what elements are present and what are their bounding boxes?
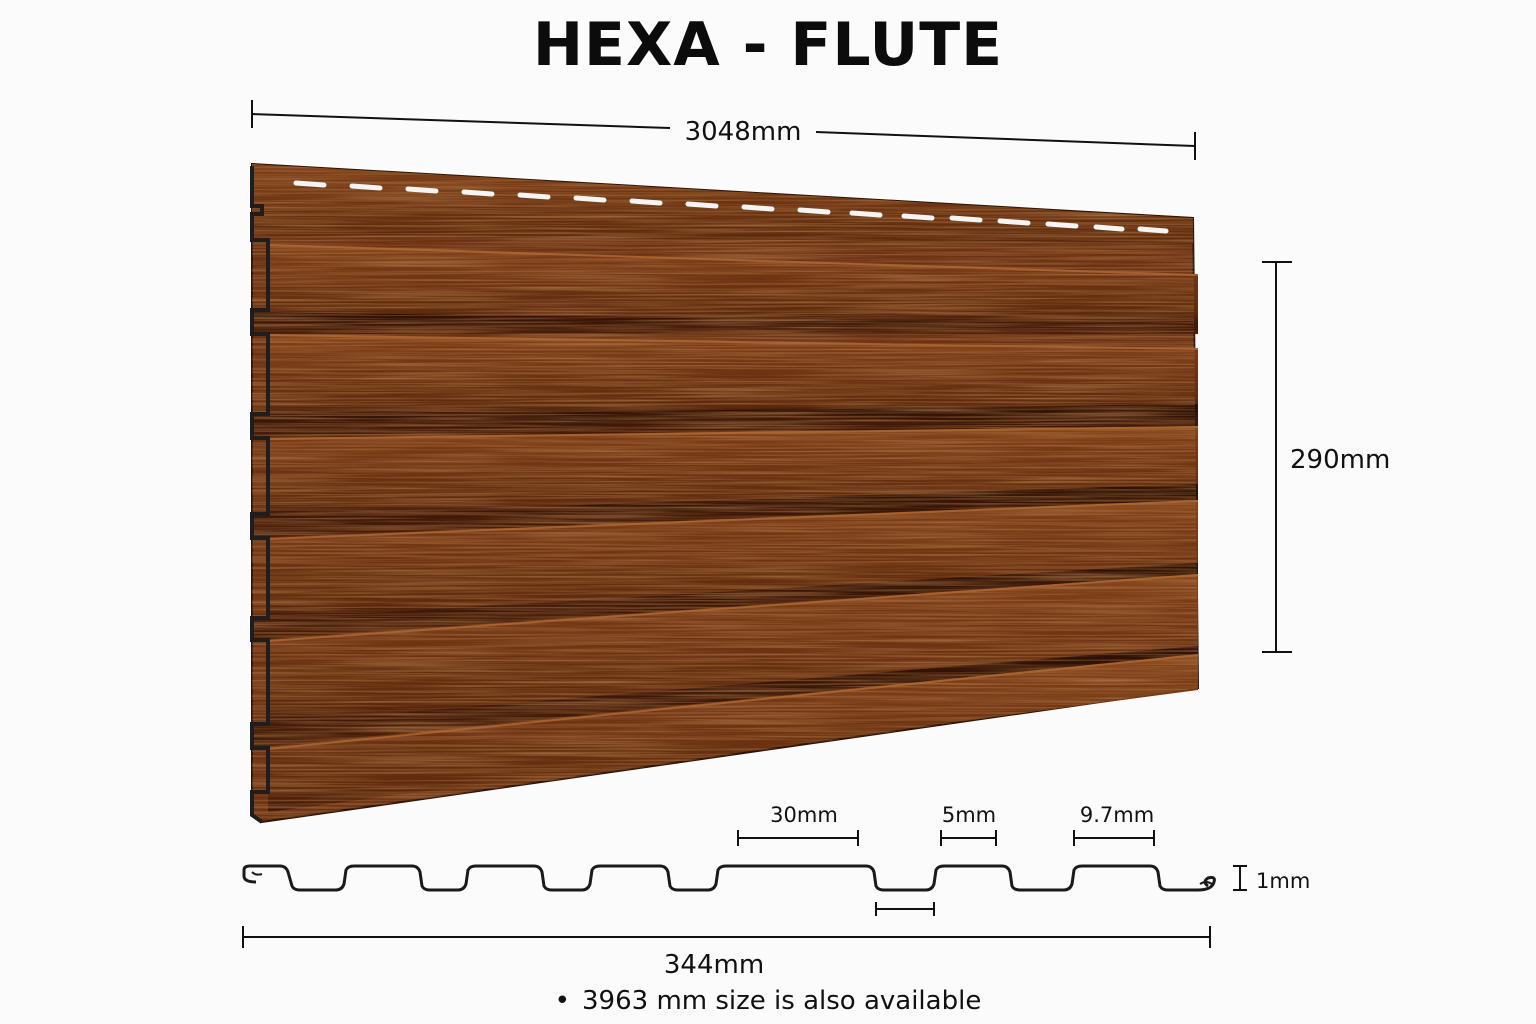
height-label: 290mm — [1290, 445, 1390, 475]
flute-top-label: 30mm — [770, 803, 838, 827]
page-title: HEXA - FLUTE — [532, 10, 1004, 80]
flute-top-dimension: 30mm — [737, 803, 859, 846]
thickness-label: 1mm — [1256, 869, 1310, 893]
flute-side-dimension: 9.7mm — [1073, 803, 1155, 846]
flute-side-label: 9.7mm — [1080, 803, 1154, 827]
availability-note: • 3963 mm size is also available — [0, 986, 1536, 1016]
availability-note-text: 3963 mm size is also available — [582, 986, 982, 1016]
length-dimension: 3048mm — [251, 100, 1196, 160]
cross-section-profile — [242, 864, 1216, 892]
gap-label: 5mm — [942, 803, 996, 827]
profile-width-label: 344mm — [664, 950, 764, 980]
height-dimension: 290mm — [1262, 261, 1390, 653]
thickness-dimension: 1mm — [1233, 865, 1310, 893]
profile-width-dimension: 344mm — [242, 926, 1211, 980]
groove-width-marker — [875, 902, 935, 916]
bullet-icon: • — [554, 986, 571, 1016]
gap-dimension: 5mm — [940, 803, 997, 846]
length-label: 3048mm — [685, 117, 802, 147]
wood-panel — [250, 162, 1200, 824]
